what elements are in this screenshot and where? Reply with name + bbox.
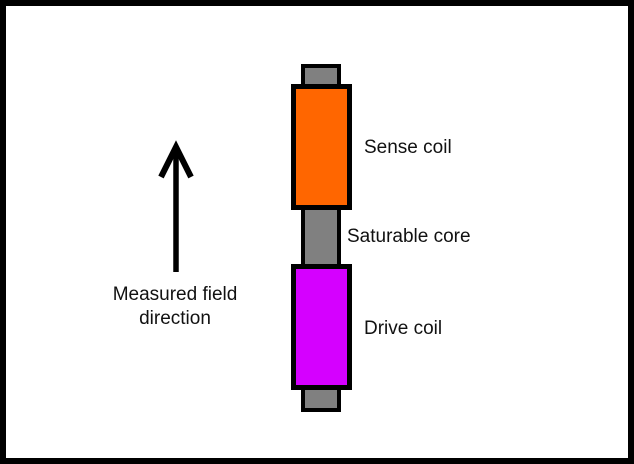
- arrow-head: [158, 140, 194, 179]
- sense-coil-label: Sense coil: [364, 137, 452, 158]
- saturable-core-label: Saturable core: [347, 226, 471, 247]
- drive-coil-rect: [291, 264, 352, 390]
- field-direction-label: Measured field direction: [112, 284, 238, 329]
- arrow-strokes: [158, 140, 194, 272]
- drive-coil-label: Drive coil: [364, 318, 443, 339]
- sense-coil-rect: [291, 84, 352, 210]
- field-direction-arrow: [158, 140, 194, 272]
